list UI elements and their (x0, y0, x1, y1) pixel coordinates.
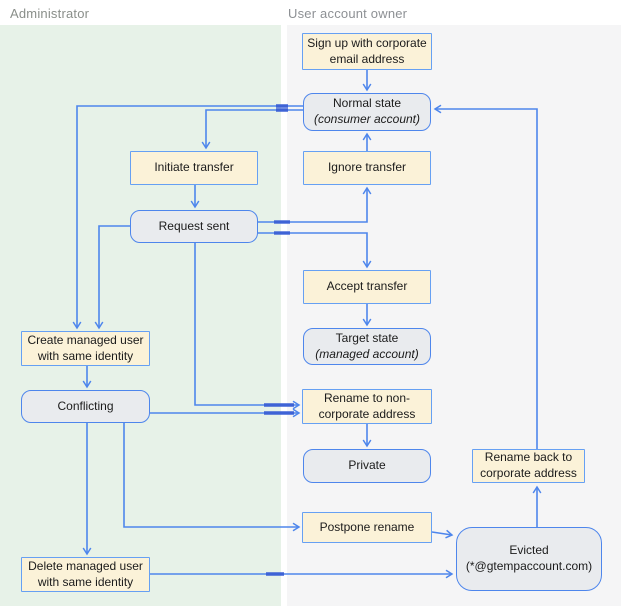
flow-node-ignore-transfer[interactable]: Ignore transfer (303, 151, 431, 185)
flow-node-rename-back-to-corporate[interactable]: Rename back to corporate address (472, 449, 585, 483)
node-label: Request sent (158, 218, 230, 233)
edge-request-to-rename-non (194, 243, 301, 410)
node-label: Target state (335, 330, 399, 345)
node-label: Rename back to (484, 450, 573, 465)
flow-node-create-managed-user[interactable]: Create managed user with same identity (21, 331, 150, 366)
flow-node-delete-managed-user[interactable]: Delete managed user with same identity (21, 557, 150, 592)
flow-node-private[interactable]: Private (303, 449, 431, 483)
node-label: Private (348, 458, 386, 473)
flow-node-accept-transfer[interactable]: Accept transfer (303, 270, 431, 304)
node-label: Evicted (509, 543, 549, 558)
node-label: Ignore transfer (327, 160, 407, 175)
node-label: with same identity (37, 348, 134, 363)
node-label: email address (329, 51, 405, 66)
edge-request-to-accept (258, 232, 372, 269)
edge-overlap-mark (276, 104, 288, 112)
flow-node-conflicting[interactable]: Conflicting (21, 390, 150, 423)
flow-node-sign-up-with-corporate-email[interactable]: Sign up with corporate email address (302, 33, 432, 70)
node-label: corporate address (318, 406, 416, 421)
flow-node-evicted[interactable]: Evicted (*@gtempaccount.com) (456, 527, 602, 591)
edge-conflicting-to-postpone (123, 423, 301, 532)
node-label: Rename to non- (323, 390, 411, 405)
edge-request-to-create (94, 225, 130, 330)
flow-node-rename-to-non-corporate[interactable]: Rename to non- corporate address (302, 389, 432, 424)
user-account-owner-lane-label: User account owner (288, 6, 408, 21)
edge-rename-back-to-normal (433, 104, 538, 449)
edge-normal-to-create (72, 105, 303, 330)
node-label: Delete managed user (28, 558, 143, 573)
node-label: Normal state (332, 96, 402, 111)
edge-request-to-ignore (258, 186, 372, 223)
flow-node-normal-state[interactable]: Normal state (consumer account) (303, 93, 431, 131)
node-label: Postpone rename (319, 519, 415, 534)
edge-postpone-to-evicted (431, 529, 454, 539)
node-sublabel: (consumer account) (313, 112, 421, 126)
flow-node-postpone-rename[interactable]: Postpone rename (302, 512, 432, 543)
node-label: corporate address (480, 466, 577, 480)
administrator-lane-label: Administrator (10, 6, 90, 21)
flow-node-request-sent[interactable]: Request sent (130, 210, 258, 243)
node-label: Create managed user (27, 332, 144, 347)
node-label: Initiate transfer (154, 160, 234, 175)
node-label: Accept transfer (326, 279, 408, 294)
edge-normal-to-initiate (201, 109, 303, 150)
node-sublabel: (managed account) (315, 346, 419, 361)
administrator-lane (0, 25, 281, 606)
node-label: Sign up with corporate (307, 35, 427, 50)
node-label: with same identity (37, 574, 134, 589)
flow-node-initiate-transfer[interactable]: Initiate transfer (130, 151, 258, 185)
node-sublabel: (*@gtempaccount.com) (465, 559, 593, 573)
flow-node-target-state[interactable]: Target state (managed account) (303, 328, 431, 365)
node-label: Conflicting (57, 398, 114, 413)
